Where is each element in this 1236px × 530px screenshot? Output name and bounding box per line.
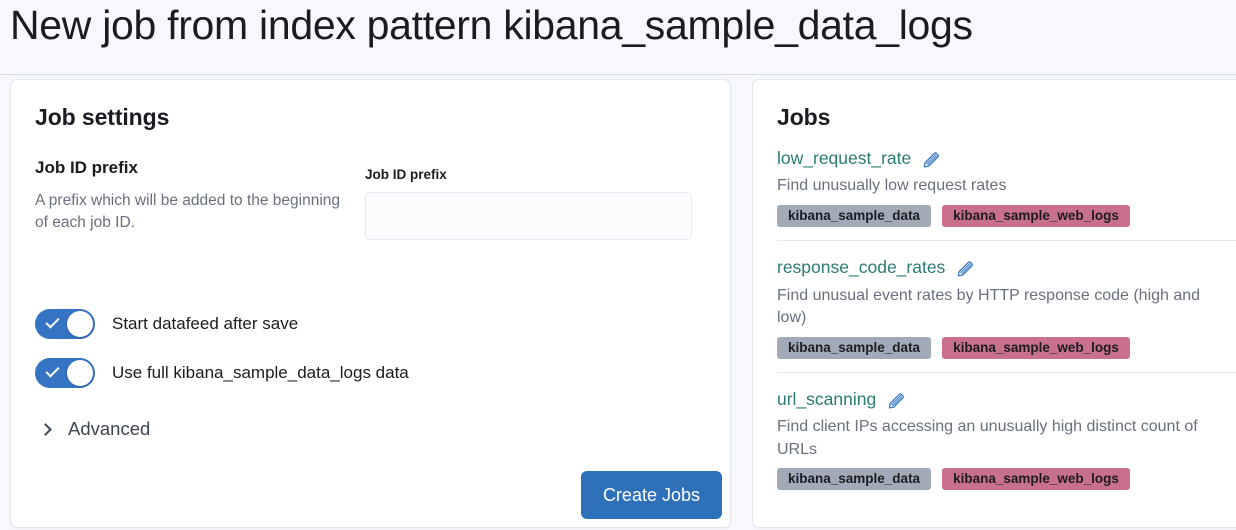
job-id-prefix-heading: Job ID prefix (35, 157, 138, 177)
job-list-item: response_code_rates Find unusual event r… (777, 239, 1236, 372)
badge-index: kibana_sample_data (777, 336, 932, 359)
page-header: New job from index pattern kibana_sample… (0, 0, 1236, 75)
job-id-prefix-field-group: Job ID prefix (365, 157, 706, 241)
check-icon (45, 363, 60, 378)
job-badges: kibana_sample_data kibana_sample_web_log… (777, 204, 1236, 227)
job-id-prefix-help-text: A prefix which will be added to the begi… (35, 191, 341, 232)
toggle-knob (67, 360, 93, 386)
advanced-accordion-toggle[interactable]: Advanced (39, 418, 151, 440)
job-list-item: url_scanning Find client IPs accessing a… (777, 371, 1236, 504)
pencil-icon[interactable] (956, 258, 975, 277)
job-description: Find unusual event rates by HTTP respons… (777, 286, 1201, 327)
switch-list: Start datafeed after save Use full kiban… (35, 309, 409, 407)
badge-group: kibana_sample_web_logs (942, 204, 1130, 227)
job-id-prefix-row: Job ID prefix A prefix which will be add… (35, 157, 706, 241)
panels-container: Job settings Job ID prefix A prefix whic… (0, 75, 1236, 530)
toggle-track[interactable] (35, 309, 95, 339)
toggle-track[interactable] (35, 358, 95, 388)
jobs-panel: Jobs low_request_rate Find unusually low… (752, 79, 1236, 528)
check-icon (45, 314, 60, 329)
switch-start-datafeed-after-save[interactable]: Start datafeed after save (35, 309, 409, 339)
job-list-item: low_request_rate Find unusually low requ… (777, 132, 1236, 240)
job-settings-title: Job settings (35, 104, 170, 130)
page-title: New job from index pattern kibana_sample… (10, 2, 973, 48)
badge-index: kibana_sample_data (777, 468, 932, 491)
job-name-link[interactable]: response_code_rates (777, 256, 946, 277)
pencil-icon[interactable] (887, 390, 906, 409)
job-badges: kibana_sample_data kibana_sample_web_log… (777, 336, 1236, 359)
jobs-panel-title: Jobs (777, 104, 831, 130)
job-id-prefix-input[interactable] (365, 192, 692, 241)
chevron-right-icon (39, 422, 52, 436)
job-id-prefix-description: Job ID prefix A prefix which will be add… (35, 157, 365, 235)
toggle-knob (67, 311, 93, 337)
job-badges: kibana_sample_data kibana_sample_web_log… (777, 468, 1236, 491)
create-jobs-button[interactable]: Create Jobs (580, 471, 722, 519)
job-description: Find client IPs accessing an unusually h… (777, 418, 1198, 458)
advanced-accordion-label: Advanced (68, 418, 151, 439)
job-id-prefix-label: Job ID prefix (365, 166, 447, 182)
job-settings-content: Job settings Job ID prefix A prefix whic… (11, 80, 730, 527)
job-header: low_request_rate (777, 148, 1236, 170)
job-settings-panel: Job settings Job ID prefix A prefix whic… (10, 79, 731, 528)
job-header: response_code_rates (777, 257, 1236, 279)
badge-group: kibana_sample_web_logs (942, 468, 1130, 491)
job-name-link[interactable]: low_request_rate (777, 147, 912, 168)
badge-index: kibana_sample_data (777, 204, 932, 227)
job-description: Find unusually low request rates (777, 177, 1007, 195)
jobs-panel-content: Jobs low_request_rate Find unusually low… (753, 80, 1236, 527)
pencil-icon[interactable] (922, 149, 941, 168)
switch-label: Start datafeed after save (112, 313, 299, 333)
badge-group: kibana_sample_web_logs (942, 336, 1130, 359)
switch-use-full-data[interactable]: Use full kibana_sample_data_logs data (35, 358, 409, 388)
job-name-link[interactable]: url_scanning (777, 388, 877, 409)
switch-label: Use full kibana_sample_data_logs data (112, 362, 409, 382)
job-header: url_scanning (777, 389, 1236, 411)
